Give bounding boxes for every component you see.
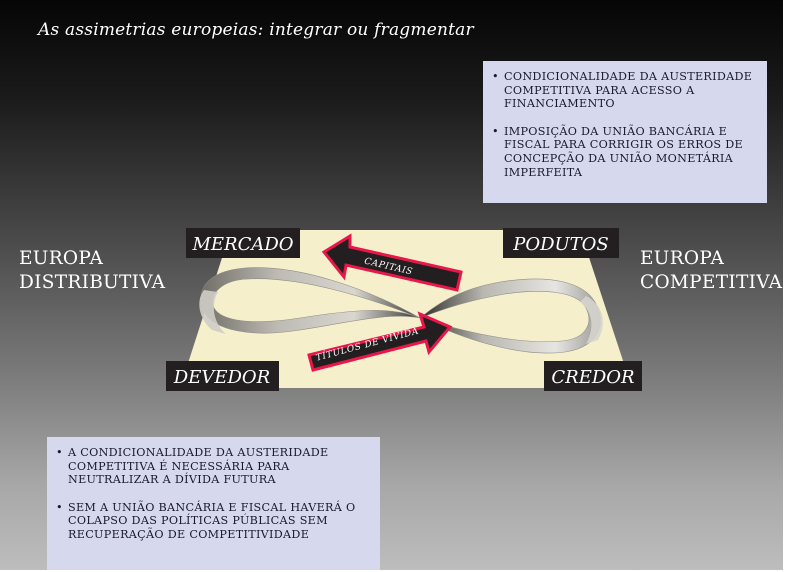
corner-credor: CREDOR: [544, 361, 642, 391]
ribbon-left-band: [199, 290, 226, 334]
europa-distributiva-label: EUROPA DISTRIBUTIVA: [19, 247, 165, 295]
bottom-info-item: A CONDICIONALIDADE DA AUSTERIDADE COMPET…: [56, 446, 368, 487]
top-info-item: CONDICIONALIDADE DA AUSTERIDADE COMPETIT…: [492, 70, 755, 111]
corner-devedor-bg: [166, 361, 279, 391]
bottom-info-item: SEM A UNIÃO BANCÁRIA E FISCAL HAVERÁ O C…: [56, 501, 368, 542]
bottom-info-box: A CONDICIONALIDADE DA AUSTERIDADE COMPET…: [47, 437, 380, 570]
capitais-arrow: CAPITAIS: [321, 233, 463, 292]
ribbon-right-loop: [419, 278, 601, 354]
left-label-line2: DISTRIBUTIVA: [19, 272, 166, 293]
titulos-arrow-shape: [307, 311, 453, 372]
slide-title: As assimetrias europeias: integrar ou fr…: [38, 20, 474, 40]
corner-devedor-label: DEVEDOR: [173, 367, 270, 388]
bottom-info-list: A CONDICIONALIDADE DA AUSTERIDADE COMPET…: [47, 437, 380, 542]
corner-mercado: MERCADO: [186, 228, 300, 258]
right-label-line1: EUROPA: [640, 248, 725, 269]
top-info-item: IMPOSIÇÃO DA UNIÃO BANCÁRIA E FISCAL PAR…: [492, 125, 755, 179]
right-label-line2: COMPETITIVA: [640, 272, 783, 293]
corner-mercado-bg: [186, 228, 300, 258]
capitais-arrow-shape: [321, 233, 463, 292]
corner-podutos: PODUTOS: [503, 228, 619, 258]
europa-competitiva-label: EUROPA COMPETITIVA: [640, 247, 782, 295]
ribbon-right-band: [580, 296, 603, 344]
top-info-box: CONDICIONALIDADE DA AUSTERIDADE COMPETIT…: [483, 61, 767, 203]
top-info-list: CONDICIONALIDADE DA AUSTERIDADE COMPETIT…: [483, 61, 767, 179]
corner-podutos-bg: [503, 228, 619, 258]
corner-podutos-label: PODUTOS: [512, 234, 609, 255]
left-label-line1: EUROPA: [19, 248, 104, 269]
corner-credor-label: CREDOR: [551, 367, 634, 388]
corner-mercado-label: MERCADO: [191, 234, 293, 255]
corner-devedor: DEVEDOR: [166, 361, 279, 391]
corner-credor-bg: [544, 361, 642, 391]
